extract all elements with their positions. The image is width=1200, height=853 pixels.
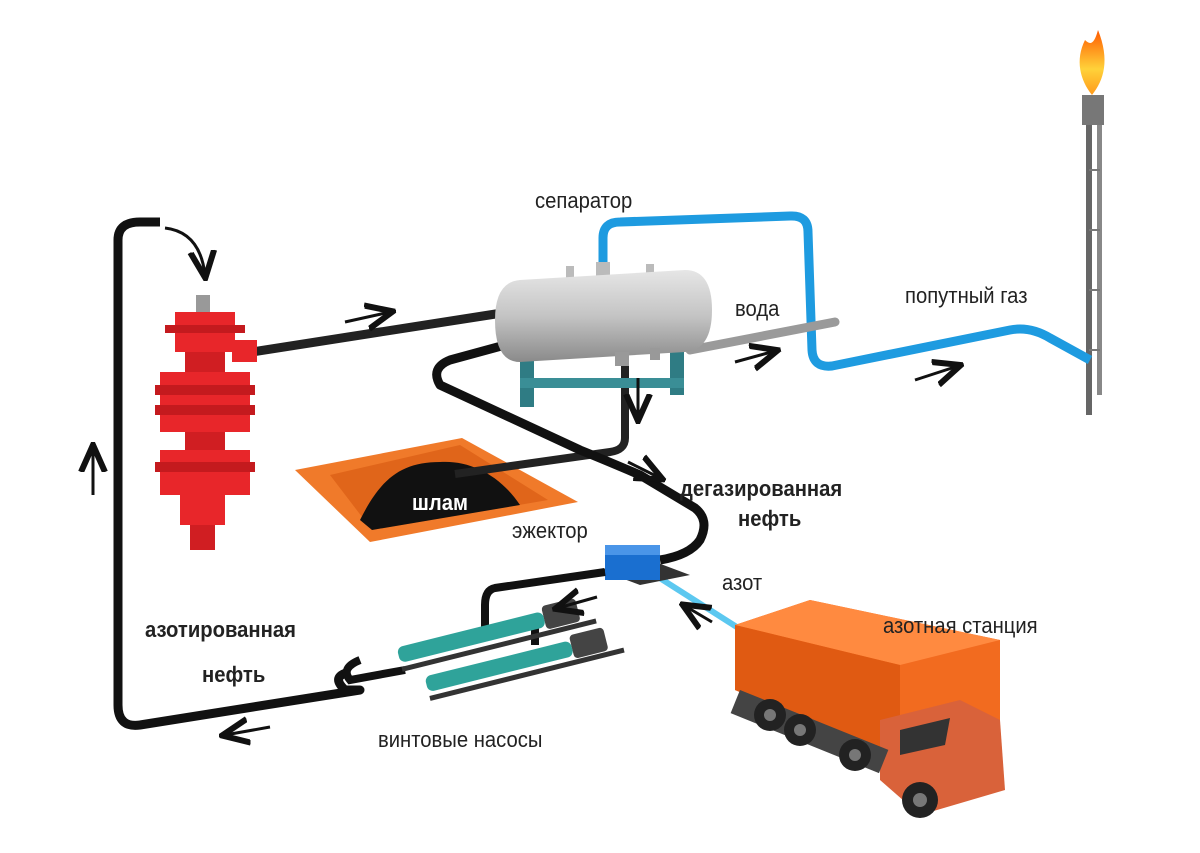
label-nitrogen: азот — [722, 570, 763, 595]
ejector — [600, 545, 690, 585]
label-nitrogenated-oil-2: нефть — [202, 662, 266, 687]
label-degassed-oil-2: нефть — [738, 506, 802, 531]
nitrogen-station-truck — [730, 600, 1005, 818]
arrow-right-icon — [627, 462, 660, 478]
sludge-pipe — [454, 360, 629, 478]
arrow-icon — [164, 226, 205, 275]
label-ejector: эжектор — [512, 518, 588, 543]
flare-stack — [1079, 30, 1105, 415]
arrow-left-icon — [558, 597, 598, 608]
arrow-right-icon — [914, 366, 958, 380]
label-water: вода — [735, 296, 780, 321]
nitrogenated-oil-pipe — [113, 217, 365, 730]
arrow-left-icon — [225, 727, 271, 735]
flame-icon — [1079, 30, 1105, 95]
water-pipe — [685, 317, 840, 355]
separator-vessel — [495, 262, 712, 407]
screw-pumps — [342, 598, 625, 701]
label-separator: сепаратор — [535, 188, 633, 213]
flow-arrows — [93, 226, 958, 735]
label-nitrogenated-oil-1: азотированная — [145, 617, 296, 642]
label-associated-gas: попутный газ — [905, 283, 1028, 308]
label-screw-pumps: винтовые насосы — [378, 727, 543, 752]
wellhead-to-separator-pipe — [251, 308, 503, 357]
associated-gas-pipe — [598, 211, 1093, 371]
label-degassed-oil-1: дегазированная — [680, 476, 843, 501]
arrow-right-icon — [344, 312, 390, 322]
label-nitrogen-station: азотная станция — [883, 613, 1038, 638]
arrow-right-icon — [734, 351, 775, 362]
wellhead — [155, 295, 257, 550]
arrow-left-icon — [685, 606, 713, 622]
label-sludge: шлам — [412, 490, 468, 515]
